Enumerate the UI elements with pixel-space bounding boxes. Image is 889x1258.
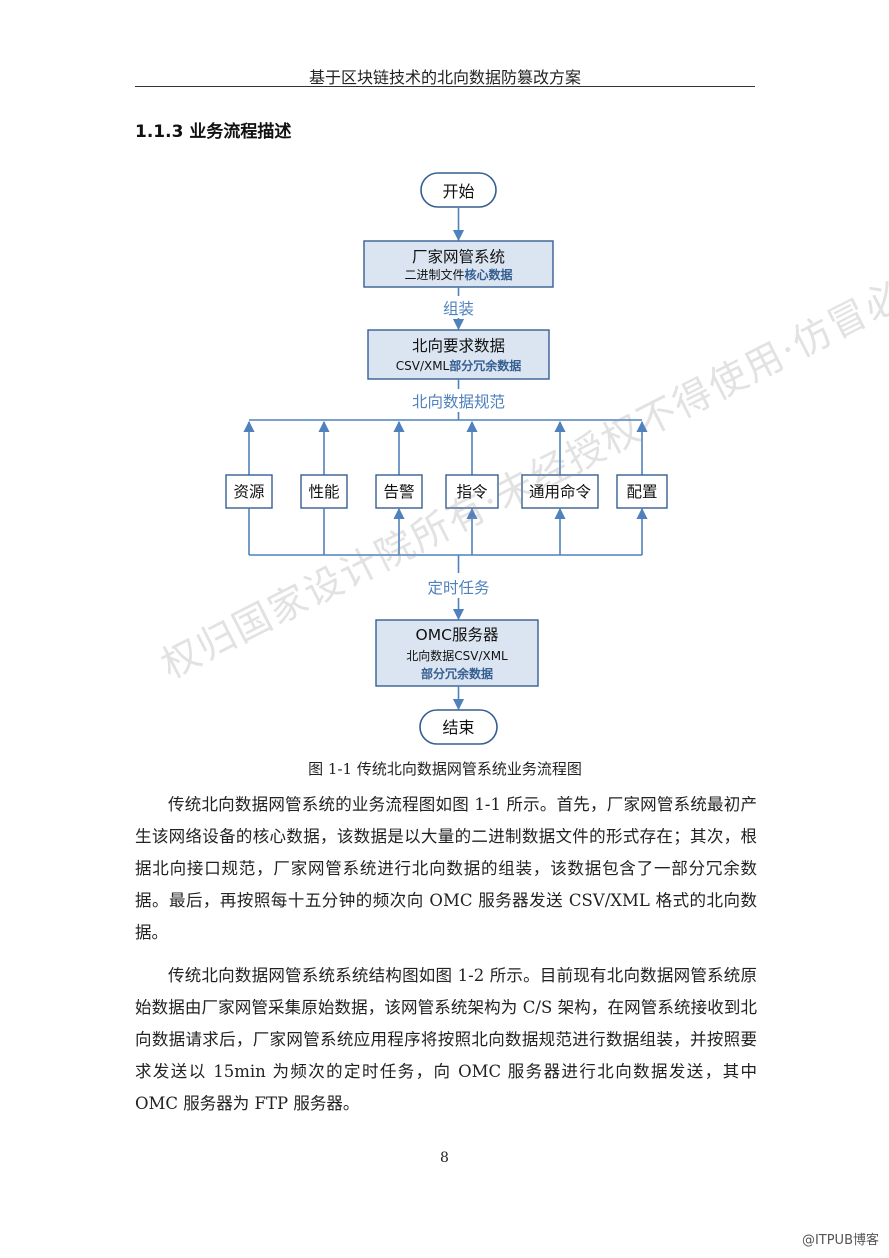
vendor-nms-title: 厂家网管系统 [412,248,505,266]
flowchart: 开始 厂家网管系统 二进制文件核心数据 组装 北向要求数据 CSV/XML部分冗… [225,172,668,745]
category-box-performance [300,474,348,509]
northbound-data-box [367,329,550,380]
category-box-general-command [521,474,599,509]
category-box-config [616,474,668,509]
omc-server-title: OMC服务器 [416,626,499,644]
northbound-data-title: 北向要求数据 [412,337,505,355]
figure-caption: 图 1-1 传统北向数据网管系统业务流程图 [308,760,582,778]
running-header: 基于区块链技术的北向数据防篡改方案 [308,68,581,87]
header-rule [135,86,755,87]
body-paragraph-1: 传统北向数据网管系统的业务流程图如图 1-1 所示。首先，厂家网管系统最初产生该… [135,795,757,942]
category-label-performance: 性能 [308,483,339,501]
category-label-command: 指令 [456,483,488,501]
omc-server-line2: 北向数据CSV/XML [406,648,508,663]
site-badge: @ITPUB博客 [801,1233,879,1248]
northbound-data-detail: CSV/XML部分冗余数据 [396,358,522,373]
page-number: 8 [440,1150,449,1166]
assemble-label: 组装 [443,300,474,318]
vendor-nms-detail: 二进制文件核心数据 [404,267,512,282]
omc-server-box [375,619,539,687]
end-label: 结束 [442,718,474,737]
category-label-resource: 资源 [233,483,264,501]
section-title: 1.1.3 业务流程描述 [135,122,292,142]
category-box-command [445,474,499,509]
start-label: 开始 [442,182,474,201]
omc-server-line3: 部分冗余数据 [421,666,493,681]
end-terminal [419,709,498,745]
timer-label: 定时任务 [427,579,489,597]
spec-label: 北向数据规范 [412,393,505,411]
category-label-general-command: 通用命令 [529,483,592,501]
category-label-config: 配置 [626,483,657,501]
category-label-alarm: 告警 [383,483,414,501]
body-paragraph-2: 传统北向数据网管系统系统结构图如图 1-2 所示。目前现有北向数据网管系统原始数… [135,966,757,1113]
category-box-alarm [375,474,423,509]
